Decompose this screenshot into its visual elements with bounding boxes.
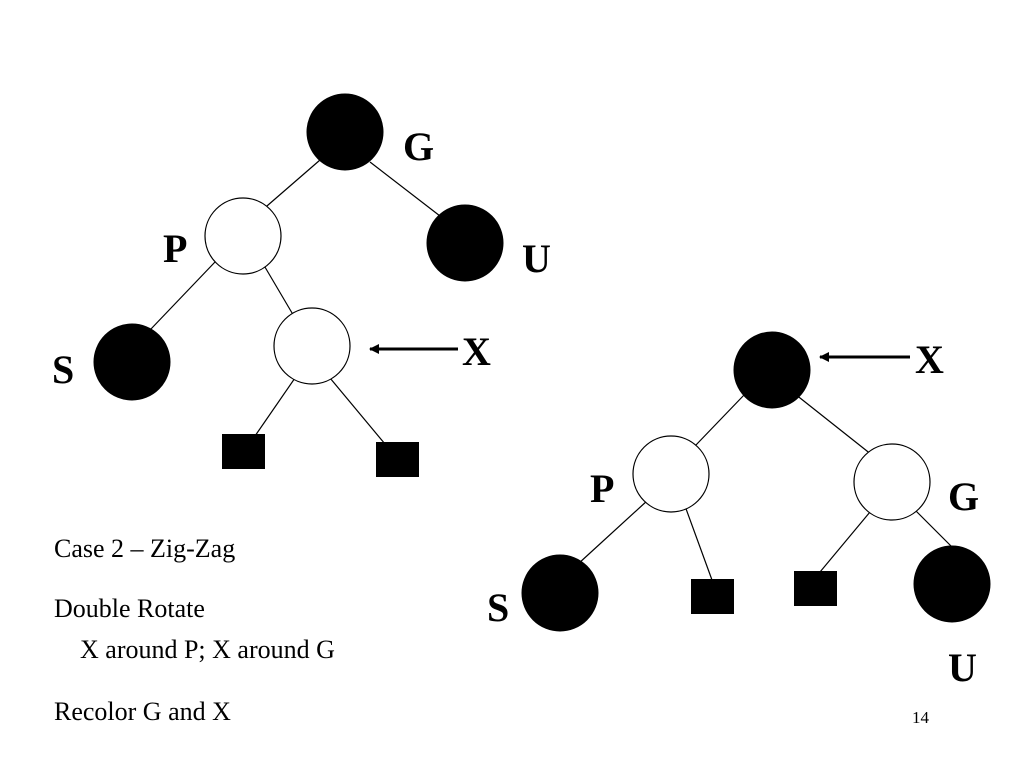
label-x: X xyxy=(915,337,944,382)
case-title: Case 2 – Zig-Zag xyxy=(54,534,236,563)
label-g: G xyxy=(403,124,434,169)
node-g xyxy=(306,93,384,171)
node-p xyxy=(632,435,710,513)
label-s: S xyxy=(487,585,509,630)
node-g xyxy=(853,443,931,521)
label-s: S xyxy=(52,347,74,392)
rotate-title: Double Rotate xyxy=(54,594,205,623)
label-g: G xyxy=(948,474,979,519)
nil-leaf xyxy=(222,434,265,469)
node-x xyxy=(273,307,351,385)
node-s xyxy=(521,554,599,632)
node-p xyxy=(204,197,282,275)
edge-g-leaf xyxy=(819,511,871,573)
nil-leaf xyxy=(691,579,734,614)
recolor-note: Recolor G and X xyxy=(54,697,231,726)
node-s xyxy=(93,323,171,401)
label-p: P xyxy=(163,226,187,271)
page-number: 14 xyxy=(912,708,929,727)
edge-g-p xyxy=(259,159,321,213)
rotate-detail: X around P; X around G xyxy=(80,635,335,664)
edge-x-p xyxy=(694,393,746,447)
edge-x-leaf-left xyxy=(254,377,296,437)
node-x xyxy=(733,331,811,409)
nil-leaf xyxy=(794,571,837,606)
edge-x-g xyxy=(794,393,873,456)
label-u: U xyxy=(522,236,551,281)
node-u xyxy=(426,204,504,282)
label-u: U xyxy=(948,645,977,690)
label-p: P xyxy=(590,466,614,511)
edge-g-u xyxy=(369,161,441,217)
before-tree: G U P S X xyxy=(52,93,551,477)
edge-p-s xyxy=(577,499,649,565)
node-u xyxy=(913,545,991,623)
edge-p-leaf xyxy=(684,505,713,581)
edge-g-u xyxy=(914,509,956,551)
after-tree: X P G S U xyxy=(487,331,991,690)
nil-leaf xyxy=(376,442,419,477)
label-x: X xyxy=(462,329,491,374)
edge-x-leaf-right xyxy=(329,377,386,445)
edge-p-x xyxy=(261,261,296,319)
edge-p-s xyxy=(149,261,216,331)
